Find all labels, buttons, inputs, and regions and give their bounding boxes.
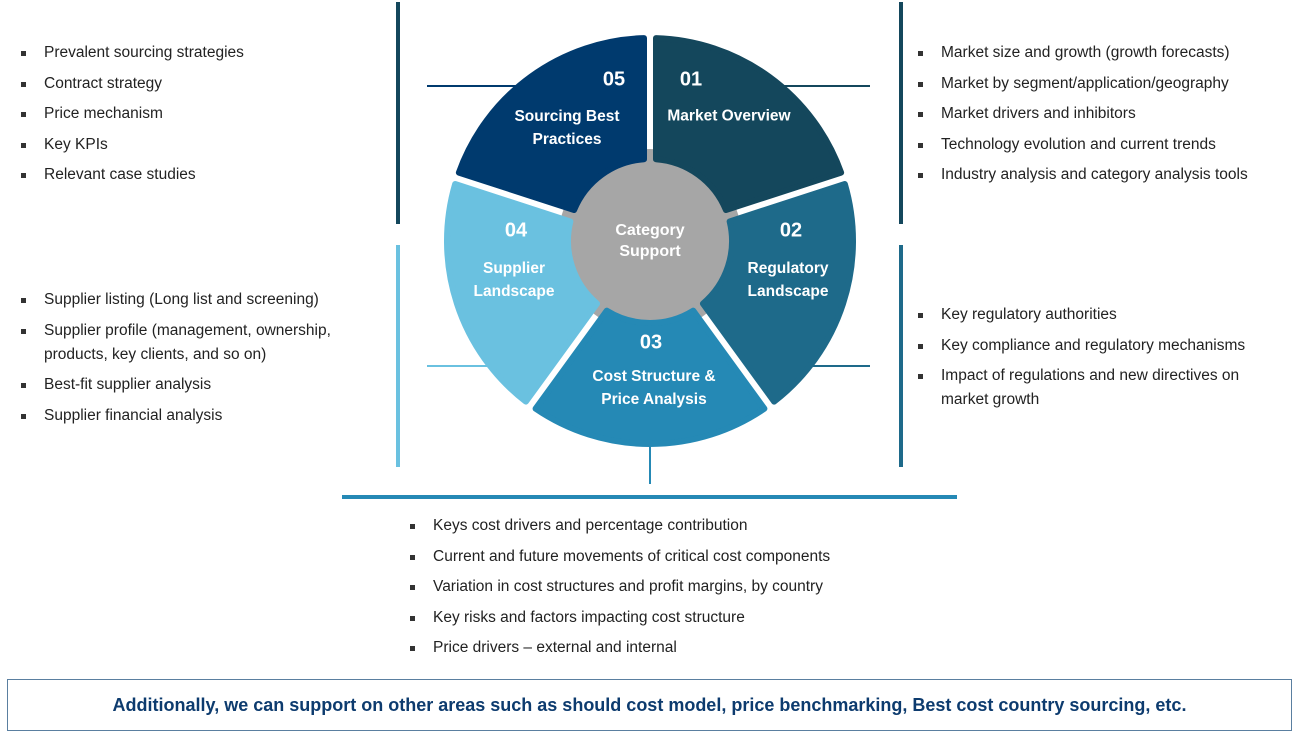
segment-05-number: 05: [602, 68, 626, 91]
segment-05-label-line1: Sourcing Best: [514, 108, 620, 125]
divider-right-bottom: [899, 245, 903, 467]
list-item: Price mechanism: [21, 102, 381, 126]
segment-03-label-line2: Price Analysis: [601, 391, 707, 408]
divider-right-top: [899, 2, 903, 224]
list-item: Supplier financial analysis: [21, 404, 366, 428]
list-item: Key regulatory authorities: [918, 303, 1268, 327]
segment-02-number: 02: [779, 219, 803, 242]
sourcing-list: Prevalent sourcing strategies Contract s…: [21, 41, 381, 194]
market-list: Market size and growth (growth forecasts…: [918, 41, 1298, 194]
footer-text: Additionally, we can support on other ar…: [112, 694, 1187, 715]
connector-03: [649, 440, 651, 484]
segment-01-number: 01: [679, 68, 703, 91]
connector-04: [427, 365, 497, 367]
segment-03-label-line1: Cost Structure &: [592, 368, 716, 385]
segment-05-label-line2: Practices: [532, 131, 602, 148]
segment-03-label: Cost Structure & Price Analysis: [592, 365, 715, 411]
list-item: Supplier profile (management, ownership,…: [21, 319, 366, 367]
segment-05: [455, 35, 648, 214]
list-item: Market by segment/application/geography: [918, 72, 1298, 96]
segment-04: [444, 181, 601, 405]
segment-03: [532, 307, 768, 447]
list-item: Technology evolution and current trends: [918, 133, 1298, 157]
connector-02: [805, 365, 870, 367]
supplier-list: Supplier listing (Long list and screenin…: [21, 288, 366, 434]
segment-04-label: Supplier Landscape: [474, 257, 555, 303]
list-item: Market drivers and inhibitors: [918, 102, 1298, 126]
segment-02-label-line1: Regulatory: [747, 260, 829, 277]
list-item: Current and future movements of critical…: [410, 545, 910, 569]
list-item: Key KPIs: [21, 133, 381, 157]
connector-05: [427, 85, 527, 87]
list-item: Keys cost drivers and percentage contrib…: [410, 514, 910, 538]
segment-01-label: Market Overview: [667, 107, 791, 125]
list-item: Price drivers – external and internal: [410, 636, 910, 660]
segment-02: [699, 181, 856, 405]
segment-02-label: Regulatory Landscape: [748, 257, 829, 303]
list-item: Supplier listing (Long list and screenin…: [21, 288, 366, 312]
list-item: Contract strategy: [21, 72, 381, 96]
connector-01: [770, 85, 870, 87]
divider-left-top: [396, 2, 400, 224]
list-item: Best-fit supplier analysis: [21, 373, 366, 397]
list-item: Key risks and factors impacting cost str…: [410, 606, 910, 630]
segment-03-number: 03: [639, 331, 663, 354]
segment-05-label: Sourcing Best Practices: [514, 105, 619, 151]
list-item: Key compliance and regulatory mechanisms: [918, 334, 1268, 358]
center-label-line2: Support: [619, 243, 681, 260]
list-item: Relevant case studies: [21, 163, 381, 187]
center-circle: [573, 164, 727, 318]
cost-list: Keys cost drivers and percentage contrib…: [410, 514, 910, 667]
segment-04-label-line2: Landscape: [473, 283, 555, 300]
segment-04-number: 04: [504, 219, 528, 242]
footer-note: Additionally, we can support on other ar…: [7, 679, 1292, 731]
list-item: Market size and growth (growth forecasts…: [918, 41, 1298, 65]
list-item: Prevalent sourcing strategies: [21, 41, 381, 65]
list-item: Impact of regulations and new directives…: [918, 364, 1268, 412]
list-item: Variation in cost structures and profit …: [410, 575, 910, 599]
divider-bottom: [342, 495, 957, 499]
segment-02-label-line2: Landscape: [747, 283, 829, 300]
regulatory-list: Key regulatory authorities Key complianc…: [918, 303, 1268, 419]
segment-01: [652, 35, 845, 214]
center-label: Category Support: [615, 220, 684, 262]
list-item: Industry analysis and category analysis …: [918, 163, 1298, 187]
center-label-line1: Category: [615, 222, 685, 239]
divider-left-bottom: [396, 245, 400, 467]
segment-04-label-line1: Supplier: [482, 260, 546, 277]
